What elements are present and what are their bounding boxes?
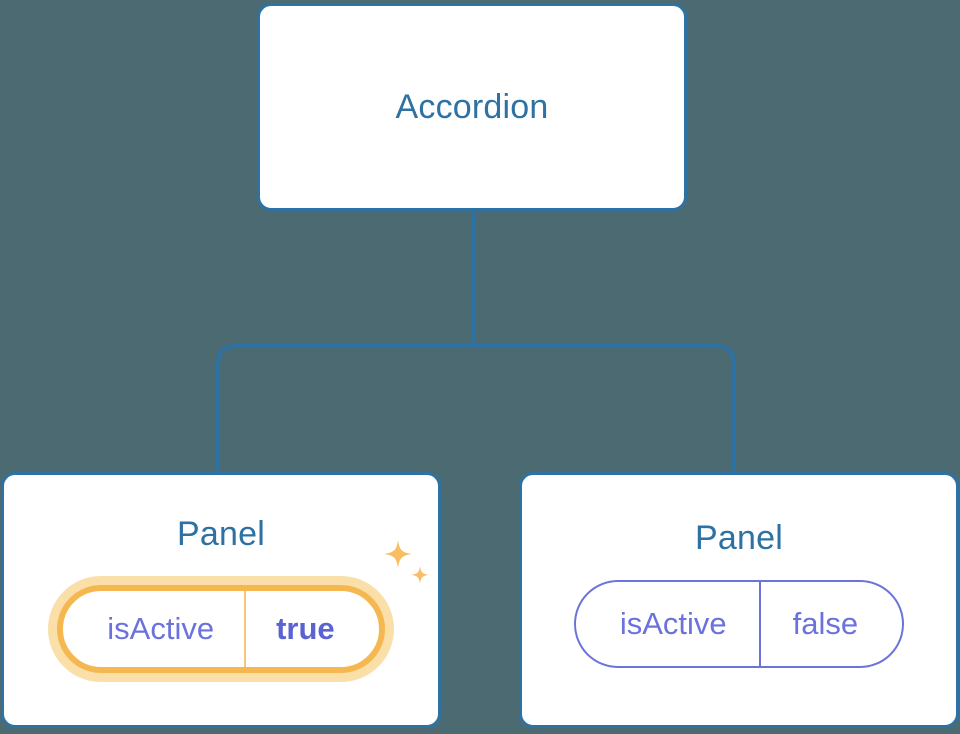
connector-branch-right — [472, 344, 736, 474]
prop-pill-right[interactable]: isActive false — [573, 580, 905, 668]
prop-pill-right-key: isActive — [619, 606, 727, 641]
prop-pill-right-wrapper: isActive false — [573, 580, 905, 668]
sparkle-small-icon — [410, 566, 429, 584]
prop-pill-left[interactable]: isActive true — [57, 585, 385, 673]
prop-pill-left-value: true — [244, 591, 379, 667]
node-accordion-title: Accordion — [395, 87, 549, 126]
node-panel-right[interactable]: Panel isActive false — [519, 472, 959, 728]
prop-pill-right-value: false — [758, 582, 902, 666]
node-accordion[interactable]: Accordion — [257, 3, 687, 211]
prop-pill-left-key: isActive — [107, 611, 215, 646]
sparkle-large-icon — [383, 540, 412, 568]
node-panel-left[interactable]: Panel isActive true — [1, 472, 441, 728]
prop-pill-left-glow: isActive true — [48, 576, 394, 682]
node-panel-left-title: Panel — [177, 515, 265, 553]
sparkle-group — [383, 540, 429, 584]
node-panel-right-title: Panel — [695, 519, 783, 557]
connector-branch-left — [216, 344, 476, 474]
prop-pill-left-wrapper: isActive true — [48, 540, 429, 682]
